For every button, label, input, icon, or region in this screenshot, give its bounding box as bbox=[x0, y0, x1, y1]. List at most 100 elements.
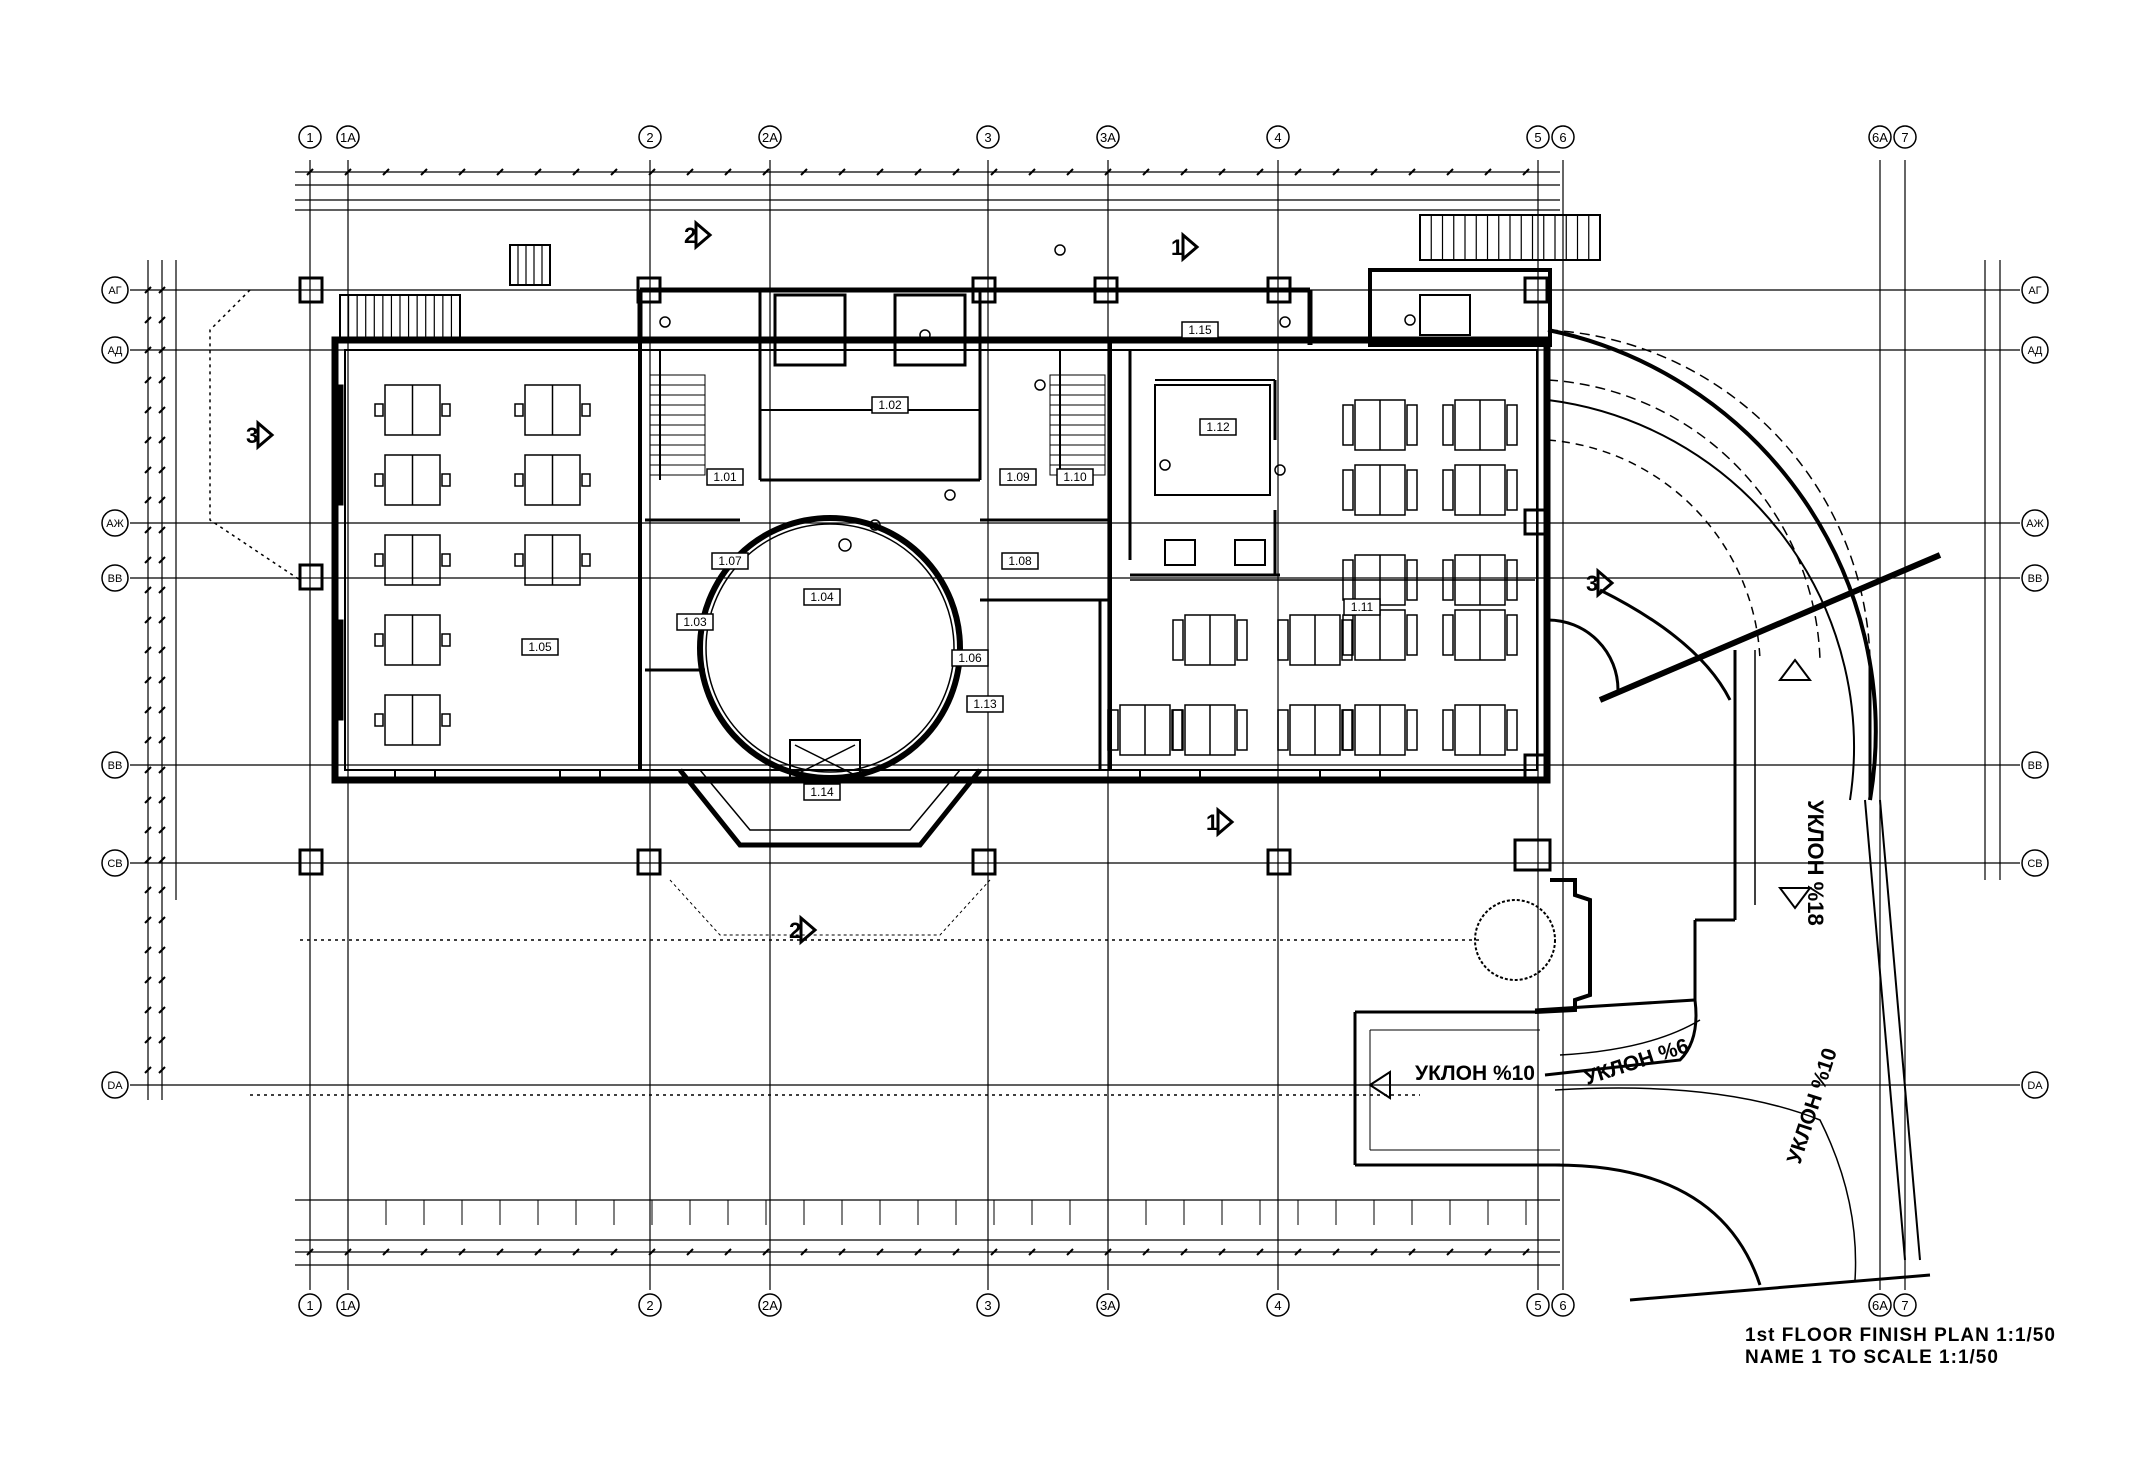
tick bbox=[686, 1248, 694, 1256]
tick bbox=[144, 736, 152, 744]
axis-bubble: 7 bbox=[1893, 125, 1917, 149]
room-number: 1.13 bbox=[973, 697, 997, 711]
tick bbox=[876, 1248, 884, 1256]
room-tags: 1.051.021.041.121.111.131.141.151.011.03… bbox=[521, 321, 1381, 801]
tick bbox=[534, 168, 542, 176]
tick bbox=[1522, 168, 1530, 176]
tick bbox=[158, 646, 166, 654]
tick bbox=[144, 1066, 152, 1074]
site-perimeter bbox=[209, 289, 1480, 1096]
tick bbox=[800, 1248, 808, 1256]
axis-label: 6 bbox=[1559, 130, 1566, 145]
tick bbox=[382, 1248, 390, 1256]
axis-label: 1 bbox=[306, 130, 313, 145]
axis-label: 6A bbox=[1872, 1298, 1888, 1313]
axis-bubble: 5 bbox=[1526, 125, 1550, 149]
stair bbox=[1419, 214, 1601, 261]
axis-bubble: AЖ bbox=[101, 509, 129, 537]
axis-label: 2 bbox=[646, 130, 653, 145]
tick bbox=[1104, 168, 1112, 176]
tick bbox=[158, 1066, 166, 1074]
level-marker bbox=[1034, 379, 1046, 391]
room-number: 1.07 bbox=[718, 554, 742, 568]
tick bbox=[1256, 1248, 1264, 1256]
exterior-walls bbox=[331, 268, 1552, 784]
table bbox=[374, 454, 451, 506]
axis-bubble: 1 bbox=[298, 125, 322, 149]
room-tag: 1.09 bbox=[999, 468, 1037, 486]
tick bbox=[158, 1006, 166, 1014]
tick bbox=[1142, 168, 1150, 176]
tick bbox=[610, 168, 618, 176]
tick bbox=[1370, 168, 1378, 176]
tick bbox=[158, 316, 166, 324]
dining-table bbox=[1342, 399, 1418, 451]
axis-label: AД bbox=[2028, 345, 2043, 357]
dining-table bbox=[1107, 704, 1183, 756]
tick bbox=[144, 796, 152, 804]
tick bbox=[144, 496, 152, 504]
tick bbox=[1256, 168, 1264, 176]
tick bbox=[648, 168, 656, 176]
tick bbox=[158, 586, 166, 594]
axis-bubble: 2A bbox=[758, 1293, 782, 1317]
tick bbox=[1066, 168, 1074, 176]
windows bbox=[334, 384, 1381, 779]
tick bbox=[306, 168, 314, 176]
axis-label: BB bbox=[2028, 573, 2043, 585]
section-number: 1 bbox=[1206, 810, 1218, 835]
axis-label: 1A bbox=[340, 1298, 356, 1313]
level-marker bbox=[1274, 464, 1286, 476]
tick bbox=[158, 1036, 166, 1044]
tick bbox=[1218, 1248, 1226, 1256]
tick bbox=[1066, 1248, 1074, 1256]
entrance-porch bbox=[669, 739, 991, 936]
tick bbox=[144, 676, 152, 684]
dining-table bbox=[1442, 704, 1518, 756]
axis-label: BB bbox=[108, 573, 123, 585]
tick bbox=[158, 436, 166, 444]
room-number: 1.10 bbox=[1063, 470, 1087, 484]
interior-walls bbox=[645, 290, 1535, 770]
axis-label: 6A bbox=[1872, 130, 1888, 145]
tick bbox=[158, 946, 166, 954]
dining-table bbox=[1442, 399, 1518, 451]
tick bbox=[458, 168, 466, 176]
tick bbox=[144, 526, 152, 534]
tick bbox=[144, 1036, 152, 1044]
axis-bubble: 4 bbox=[1266, 125, 1290, 149]
section-mark: 3 bbox=[1586, 567, 1615, 599]
section-mark: 2 bbox=[684, 219, 713, 251]
axis-bubble: 3 bbox=[976, 125, 1000, 149]
tick bbox=[1028, 1248, 1036, 1256]
axis-bubble: 3A bbox=[1096, 1293, 1120, 1317]
room-number: 1.14 bbox=[810, 785, 834, 799]
axis-label: 2 bbox=[646, 1298, 653, 1313]
axis-label: 3 bbox=[984, 1298, 991, 1313]
axis-label: 5 bbox=[1534, 1298, 1541, 1313]
tick bbox=[158, 346, 166, 354]
tick bbox=[306, 1248, 314, 1256]
axis-bubble: 2 bbox=[638, 125, 662, 149]
tick bbox=[144, 976, 152, 984]
room-number: 1.15 bbox=[1188, 323, 1212, 337]
level-marker bbox=[659, 316, 671, 328]
stair-blocks bbox=[339, 214, 1601, 341]
tick bbox=[158, 826, 166, 834]
axis-bubble: BB bbox=[101, 564, 129, 592]
dimension-ticks bbox=[144, 168, 1530, 1256]
axis-bubble: CB bbox=[101, 849, 129, 877]
dining-tables bbox=[1107, 399, 1518, 756]
tick bbox=[1294, 1248, 1302, 1256]
axis-label: 1 bbox=[306, 1298, 313, 1313]
tick bbox=[686, 168, 694, 176]
slope-labels: УКЛОН %18 УКЛОН %10 УКЛОН %6 УКЛОН %10 bbox=[1415, 800, 1842, 1167]
room-tag: 1.12 bbox=[1199, 418, 1237, 436]
dining-table bbox=[1172, 704, 1248, 756]
axis-bubble: AЖ bbox=[2021, 509, 2049, 537]
level-marker bbox=[1279, 316, 1291, 328]
tick bbox=[1484, 1248, 1492, 1256]
tick bbox=[496, 168, 504, 176]
